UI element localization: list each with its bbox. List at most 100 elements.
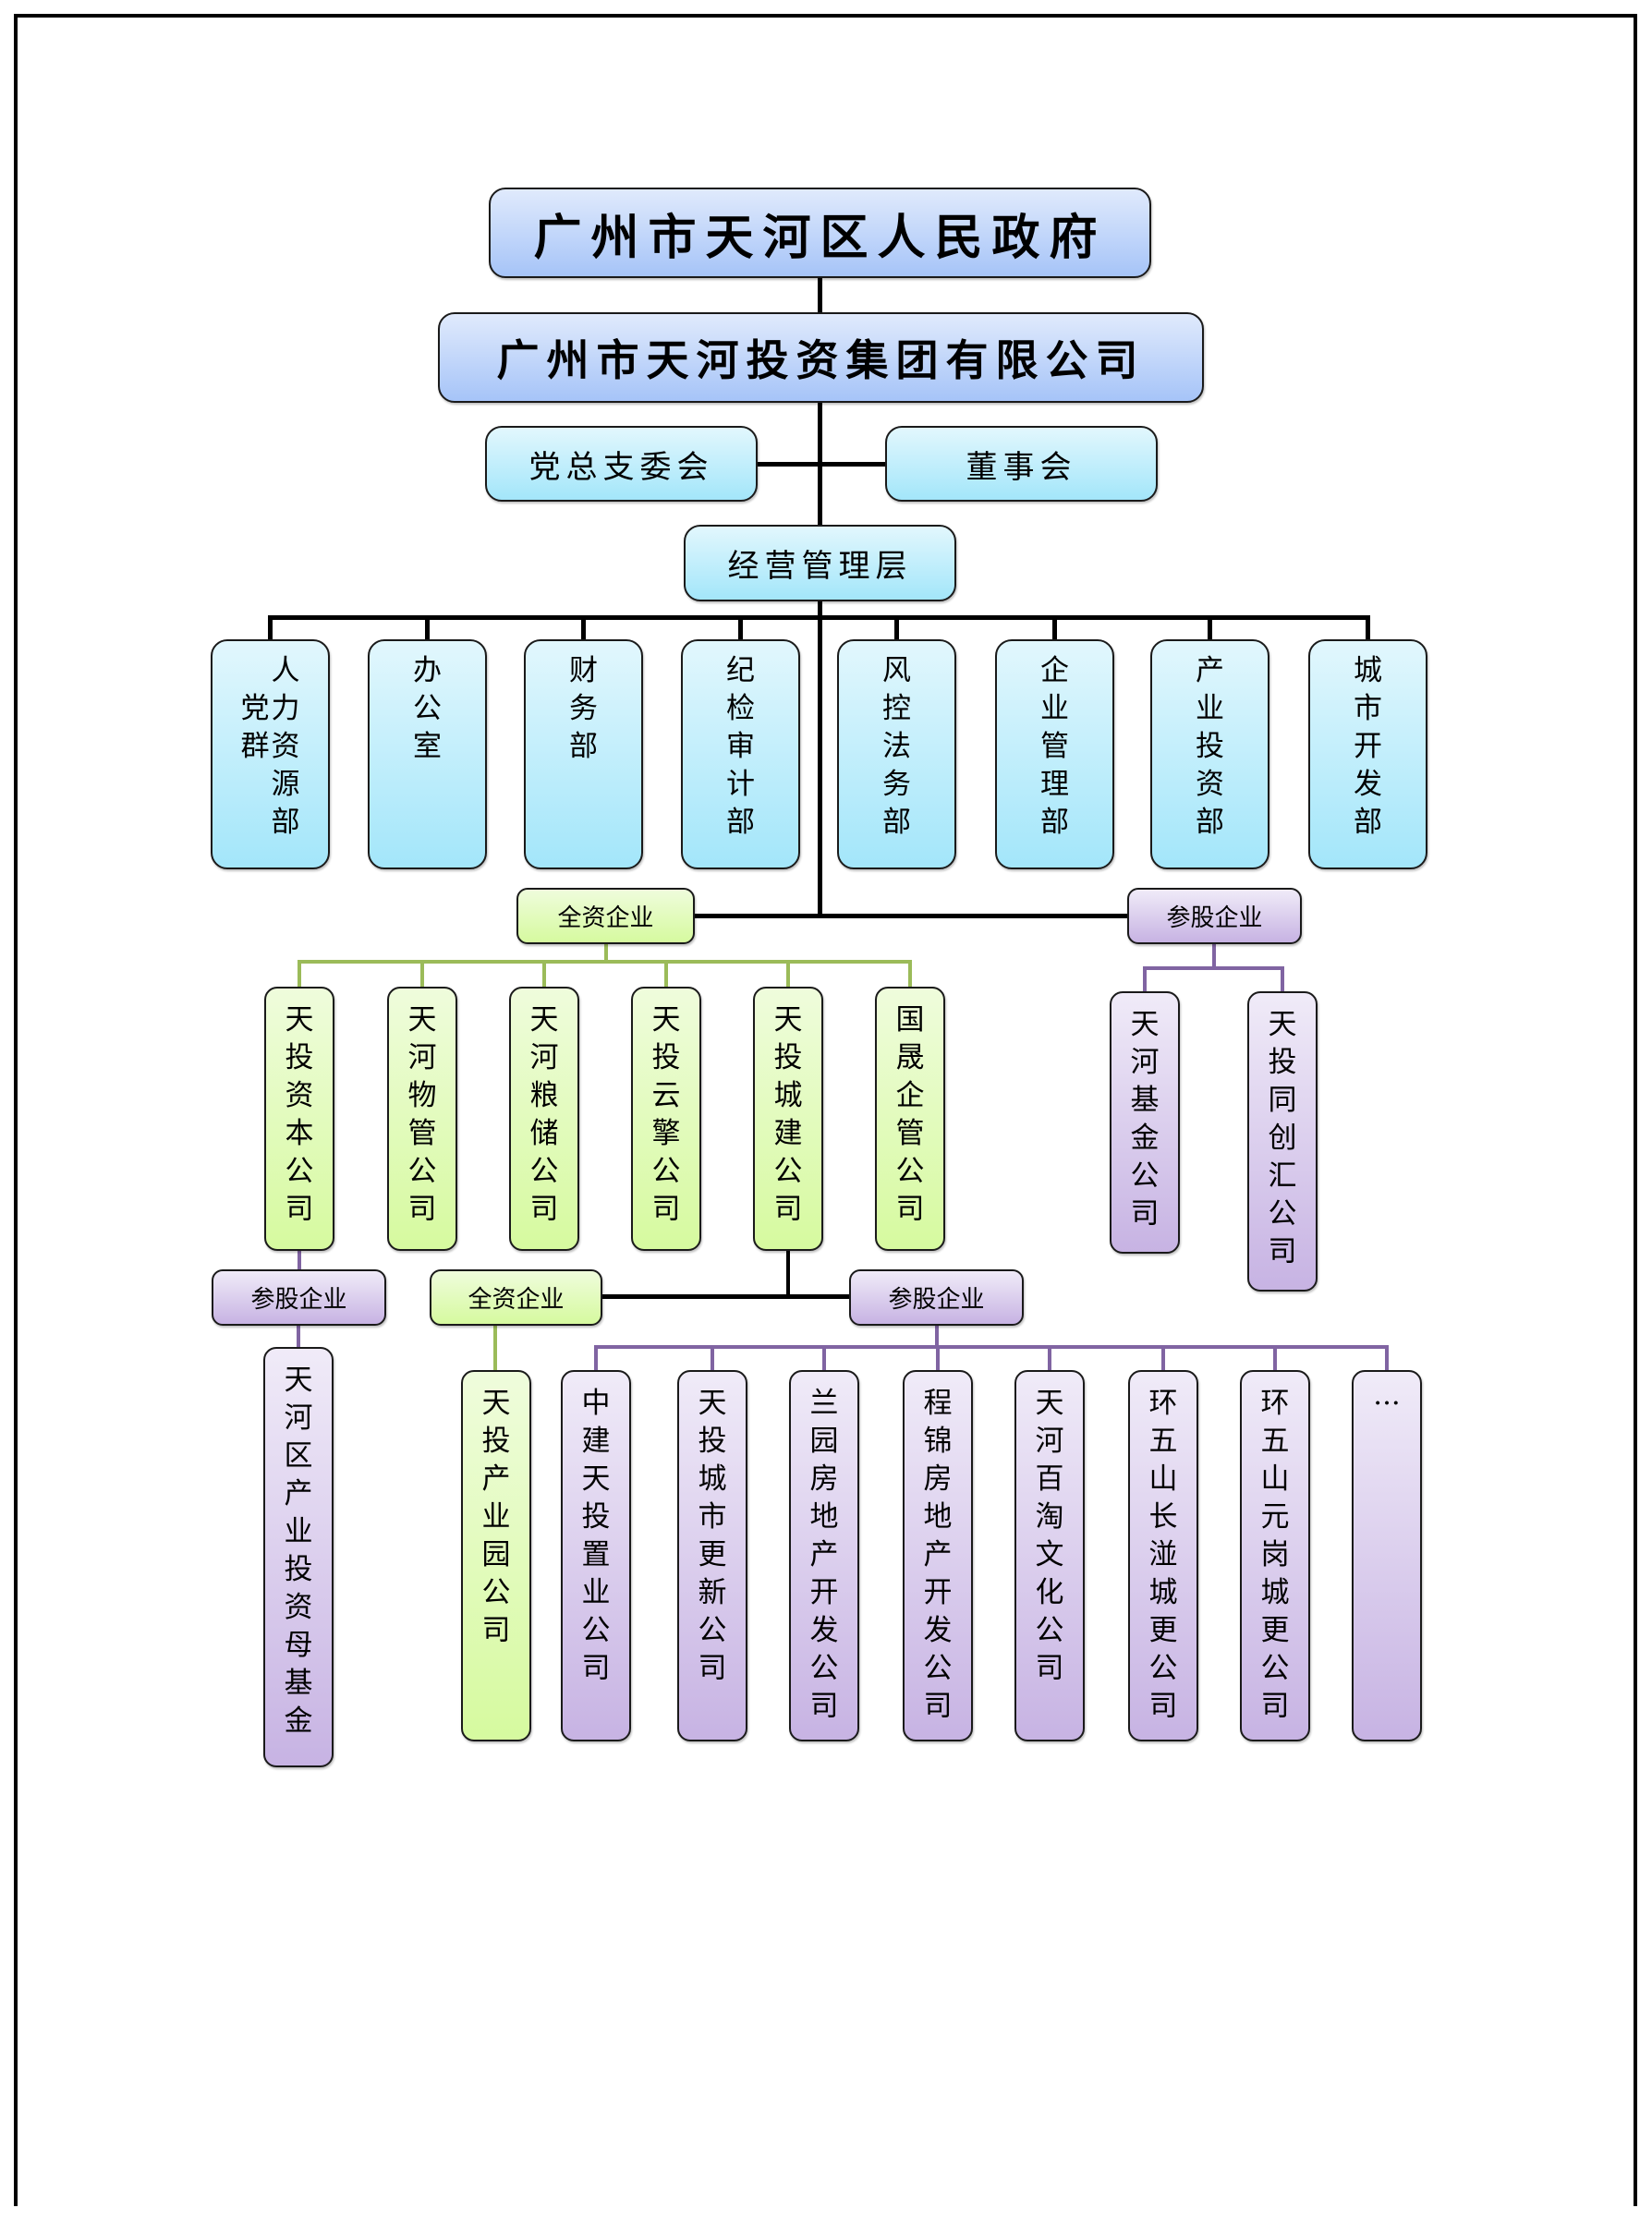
connector [493,1326,497,1370]
connector [542,960,546,987]
company-box: 中建天投置业公司 [561,1370,631,1741]
company-box: 国晟企管公司 [875,987,945,1251]
connector [664,960,668,987]
connector [1143,966,1284,970]
connector [297,1326,300,1347]
company-box: 天投城建公司 [753,987,823,1251]
department-box: 财务部 [524,639,643,869]
shareholding-category: 参股企业 [1127,888,1302,944]
department-label: 纪检审计部 [726,654,755,839]
connector [420,960,424,987]
company-box: 天投资本公司 [264,987,334,1251]
connector [602,1294,849,1299]
department-box: 纪检审计部 [681,639,800,869]
connector [268,615,273,639]
group-company-label: 广州市天河投资集团有限公司 [496,335,1146,385]
department-box: 党群 人力资源部 [211,639,330,869]
connector [894,615,899,639]
shareholding-label: 参股企业 [1166,904,1263,932]
connector [1143,966,1147,991]
party-committee-label: 党总支委会 [528,448,714,486]
company-label: 中建天投置业公司 [581,1387,611,1685]
company-label: 天投同创汇公司 [1268,1008,1297,1268]
connector [936,1345,940,1370]
construction-wholly-owned-category: 全资企业 [430,1269,602,1326]
connector [1212,944,1216,968]
company-label: 环五山元岗城更公司 [1260,1387,1290,1723]
connector [1208,615,1212,639]
department-label: 企业管理部 [1040,654,1069,839]
connector [758,462,885,467]
department-box: 办公室 [368,639,487,869]
connector [268,615,1370,620]
company-label: 天河区产业投资母基金 [284,1364,313,1738]
capital-shareholding-label: 参股企业 [250,1286,347,1314]
company-label: 程锦房地产开发公司 [923,1387,953,1723]
board-box: 董事会 [885,426,1158,502]
more-companies-box: ··· [1352,1370,1422,1741]
management-label: 经营管理层 [727,548,913,585]
company-label: 天投资本公司 [285,1003,314,1226]
wholly-owned-label: 全资企业 [557,904,654,932]
company-box: 天河区产业投资母基金 [263,1347,334,1767]
department-label: 办公室 [413,654,442,763]
connector [908,960,912,987]
company-label: 环五山长湴城更公司 [1148,1387,1178,1723]
government-box: 广州市天河区人民政府 [489,188,1151,278]
company-label: 天河基金公司 [1130,1008,1160,1231]
connector [1273,1345,1277,1370]
company-label: 天投云擎公司 [651,1003,681,1226]
department-box: 产业投资部 [1150,639,1269,869]
connector [1281,966,1284,991]
company-box: 天河粮储公司 [509,987,579,1251]
connector [581,615,586,639]
connector [935,1326,939,1347]
connector [822,1345,826,1370]
company-label: 天河粮储公司 [529,1003,559,1226]
connector [695,914,1127,918]
board-label: 董事会 [966,448,1077,486]
construction-wholly-owned-label: 全资企业 [468,1286,565,1314]
connector [1161,1345,1165,1370]
group-company-box: 广州市天河投资集团有限公司 [438,312,1204,403]
connector [786,1251,790,1297]
party-committee-box: 党总支委会 [485,426,758,502]
department-label: 人力资源部 [271,654,300,839]
company-label: 天河百淘文化公司 [1035,1387,1064,1685]
company-box: 兰园房地产开发公司 [789,1370,859,1741]
connector [298,1251,301,1269]
wholly-owned-category: 全资企业 [516,888,695,944]
management-box: 经营管理层 [684,525,956,601]
department-label: 城市开发部 [1354,654,1382,839]
connector [425,615,430,639]
company-box: 环五山长湴城更公司 [1128,1370,1198,1741]
connector [786,960,790,987]
company-box: 天河百淘文化公司 [1014,1370,1085,1741]
company-box: 程锦房地产开发公司 [903,1370,973,1741]
connector [298,960,912,964]
department-box: 企业管理部 [995,639,1114,869]
department-label: 风控法务部 [882,654,911,839]
connector [711,1345,714,1370]
company-box: 天投产业园公司 [461,1370,531,1741]
connector [738,615,743,639]
company-label: 兰园房地产开发公司 [809,1387,839,1723]
department-label: 党群 [240,692,270,763]
company-box: 天投城市更新公司 [677,1370,747,1741]
connector [1366,615,1370,639]
government-label: 广州市天河区人民政府 [533,209,1107,266]
company-box: 天投同创汇公司 [1247,991,1318,1292]
department-label: 产业投资部 [1196,654,1224,839]
connector [594,1345,598,1370]
connector [1052,615,1057,639]
company-box: 天河物管公司 [387,987,457,1251]
construction-shareholding-label: 参股企业 [888,1286,985,1314]
construction-shareholding-category: 参股企业 [849,1269,1024,1326]
company-label: 国晟企管公司 [895,1003,925,1226]
page-frame [14,14,1637,2206]
company-label: 天河物管公司 [407,1003,437,1226]
company-label: 天投城市更新公司 [698,1387,727,1685]
department-box: 风控法务部 [837,639,956,869]
department-box: 城市开发部 [1308,639,1427,869]
connector [604,944,608,963]
